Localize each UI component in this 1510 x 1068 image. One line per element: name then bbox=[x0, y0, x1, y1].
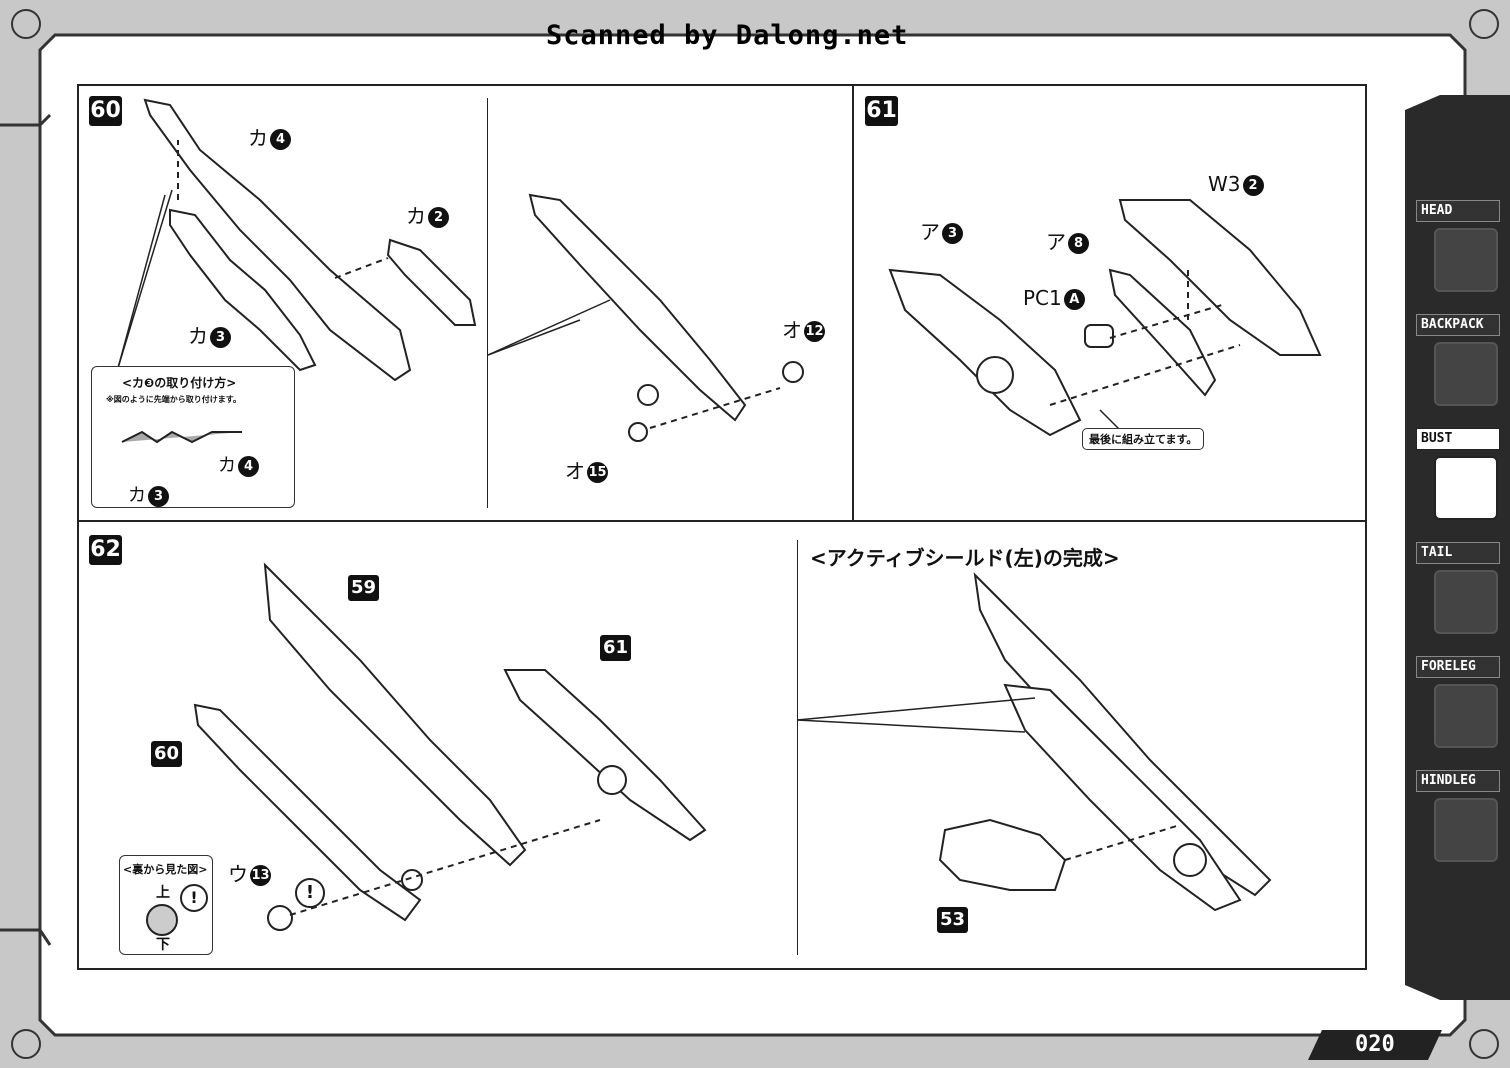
inset-bottom-label: 下 bbox=[156, 937, 170, 953]
inset-part-circle bbox=[146, 904, 178, 936]
label-w3-text: W3 bbox=[1208, 172, 1241, 196]
backpack-icon bbox=[1434, 342, 1498, 406]
tab-hindleg-label: HINDLEG bbox=[1416, 770, 1500, 792]
bust-icon bbox=[1434, 456, 1498, 520]
tab-hindleg[interactable]: HINDLEG bbox=[1416, 770, 1500, 862]
ref-59: 59 bbox=[348, 575, 380, 601]
divider-v1 bbox=[852, 86, 854, 520]
inset-label-ka3-num: 3 bbox=[148, 485, 169, 507]
part-complete bbox=[973, 572, 1272, 897]
label-a8-text: ア bbox=[1046, 230, 1066, 254]
inset-drawing bbox=[121, 430, 242, 444]
inset-note: ※図のように先端から取り付けます。 bbox=[106, 395, 241, 404]
label-o15-text: オ bbox=[565, 459, 585, 483]
label-u13-num: 13 bbox=[250, 865, 271, 886]
complete-title: <アクティブシールド(左)の完成> bbox=[810, 546, 1120, 570]
inset-top-label: 上 bbox=[156, 885, 170, 901]
label-ka3-num: 3 bbox=[210, 327, 231, 348]
part-shield-rail bbox=[528, 193, 747, 422]
scan-credit: Scanned by Dalong.net bbox=[546, 20, 909, 51]
note-assemble-last: 最後に組み立てます。 bbox=[1082, 428, 1205, 450]
step-number-61: 61 bbox=[865, 96, 898, 126]
tab-tail[interactable]: TAIL bbox=[1416, 542, 1500, 634]
page-number-text: 020 bbox=[1355, 1032, 1395, 1057]
ref-53: 53 bbox=[937, 907, 969, 933]
tail-icon bbox=[1434, 570, 1498, 634]
page-number: 020 bbox=[1308, 1030, 1442, 1060]
caution-mark: ! bbox=[295, 878, 325, 908]
part-60-b bbox=[193, 703, 422, 922]
tab-foreleg-label: FORELEG bbox=[1416, 656, 1500, 678]
label-w3-num: 2 bbox=[1242, 175, 1264, 196]
inset-back-view: <裏から見た図> 上 ! 下 bbox=[119, 855, 213, 955]
label-a8-num: 8 bbox=[1068, 233, 1089, 254]
part-a8 bbox=[1108, 268, 1217, 397]
part-ka3 bbox=[169, 208, 317, 372]
part-61-b bbox=[503, 669, 707, 842]
hindleg-icon bbox=[1434, 798, 1498, 862]
part-61-body bbox=[888, 268, 1082, 437]
inset-label-ka4-num: 4 bbox=[238, 455, 259, 477]
foreleg-icon bbox=[1434, 684, 1498, 748]
label-o12-text: オ bbox=[782, 318, 802, 342]
tab-backpack[interactable]: BACKPACK bbox=[1416, 314, 1500, 406]
label-ka2-num: 2 bbox=[428, 207, 449, 228]
tab-head[interactable]: HEAD bbox=[1416, 200, 1500, 292]
label-pc1-text: PC1 bbox=[1023, 286, 1062, 310]
inset-label-ka3-text: カ bbox=[128, 485, 146, 506]
label-pc1-num: A bbox=[1063, 289, 1085, 310]
label-ka4-num: 4 bbox=[270, 129, 291, 150]
tab-backpack-label: BACKPACK bbox=[1416, 314, 1500, 336]
label-ka4-text: カ bbox=[248, 126, 268, 150]
part-ka4 bbox=[143, 98, 412, 382]
label-o12-num: 12 bbox=[804, 321, 825, 342]
inset-label-ka4-text: カ bbox=[218, 455, 236, 476]
step-number-60: 60 bbox=[89, 96, 122, 126]
ref-60: 60 bbox=[151, 741, 183, 767]
tab-bust[interactable]: BUST bbox=[1416, 428, 1500, 520]
part-w3 bbox=[1118, 199, 1322, 356]
tab-head-label: HEAD bbox=[1416, 200, 1500, 222]
divider-v3 bbox=[797, 540, 798, 955]
label-a3-num: 3 bbox=[942, 223, 963, 244]
divider-h bbox=[79, 520, 1365, 522]
inset-title: <カ❸の取り付け方> bbox=[122, 376, 237, 390]
label-ka3-text: カ bbox=[188, 324, 208, 348]
ref-61: 61 bbox=[600, 635, 632, 661]
part-59 bbox=[263, 562, 527, 867]
step-number-62: 62 bbox=[89, 535, 122, 565]
tab-foreleg[interactable]: FORELEG bbox=[1416, 656, 1500, 748]
tab-bust-label: BUST bbox=[1416, 428, 1500, 450]
head-icon bbox=[1434, 228, 1498, 292]
part-53 bbox=[938, 818, 1067, 891]
label-ka2-text: カ bbox=[406, 204, 426, 228]
label-u13-text: ウ bbox=[228, 862, 248, 886]
label-a3-text: ア bbox=[920, 220, 940, 244]
inset-back-title: <裏から見た図> bbox=[123, 863, 208, 876]
part-ka2 bbox=[386, 238, 477, 326]
tab-tail-label: TAIL bbox=[1416, 542, 1500, 564]
inset-caution-mark: ! bbox=[180, 884, 208, 912]
divider-v2 bbox=[487, 98, 488, 508]
label-o15-num: 15 bbox=[587, 462, 608, 483]
